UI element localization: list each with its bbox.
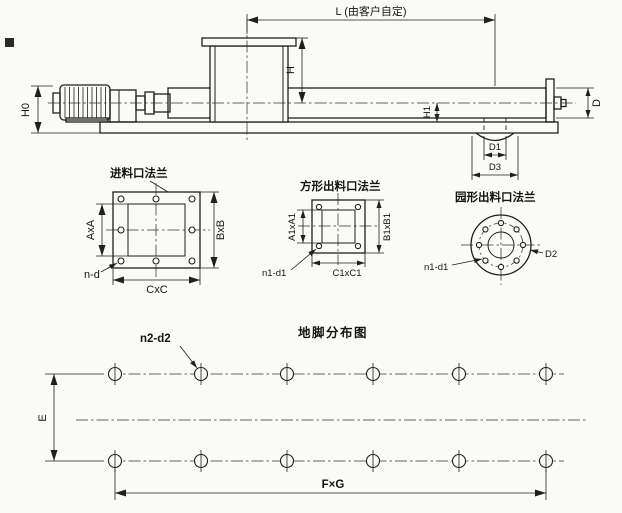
drive-motor <box>52 84 111 123</box>
dim-CxC-label: CxC <box>146 284 167 296</box>
dim-L-label: L (由客户自定) <box>335 4 406 18</box>
anchor-bolt-holes <box>107 363 554 472</box>
dim-H0: H0 <box>20 85 100 134</box>
outlet-port <box>475 118 515 142</box>
dim-A1xA1: A1xA1 <box>287 209 322 244</box>
gearbox <box>109 89 137 123</box>
dim-D2-label: D2 <box>545 249 557 260</box>
dim-H: H <box>285 37 308 103</box>
base-plate <box>99 121 559 134</box>
dim-L: L (由客户自定) <box>246 4 496 86</box>
square-outlet-flange-view: 方形出料口法兰 A1xA1 B1xB1 C1xC1 n1-d1 <box>262 179 393 279</box>
dim-BxB: BxB <box>200 191 227 269</box>
inlet-flange-leader <box>149 180 169 193</box>
dim-D-label: D <box>591 99 603 107</box>
dim-C1xC1: C1xC1 <box>311 253 366 279</box>
dim-C1xC1-label: C1xC1 <box>332 268 361 279</box>
round-flange-opening <box>487 231 515 259</box>
foundation-plan-title: 地脚分布图 <box>298 325 368 340</box>
square-flange-outer <box>311 199 366 254</box>
dim-H1: H1 <box>422 103 440 122</box>
round-outlet-flange-title: 园形出料口法兰 <box>455 190 536 204</box>
dim-AxA: AxA <box>85 203 128 257</box>
inlet-flange-holes-label: n-d <box>84 269 100 281</box>
hopper-top-flange <box>201 37 297 47</box>
dim-H-label: H <box>285 66 297 74</box>
dim-A1xA1-label: A1xA1 <box>287 213 298 241</box>
dim-FxG: F×G <box>114 469 547 500</box>
inlet-flange-outer <box>112 191 201 269</box>
dim-E: E <box>37 373 104 462</box>
dim-BxB-label: BxB <box>215 220 227 240</box>
round-outlet-flange-view: 园形出料口法兰 n1-d1 D2 <box>424 190 557 285</box>
hopper-box <box>209 45 289 123</box>
side-view: L (由客户自定) H H0 H1 D <box>20 4 603 180</box>
dim-D: D <box>556 87 603 119</box>
motor-body <box>59 84 111 121</box>
motor-fins <box>64 87 106 118</box>
callout-n-d: n-d <box>84 262 118 281</box>
callout-n1-d1-round: n1-d1 <box>424 258 483 273</box>
square-flange-bolt-holes <box>315 203 362 250</box>
dim-CxC: CxC <box>112 268 201 296</box>
dim-B1xB1: B1xB1 <box>365 199 393 254</box>
inlet-flange-opening <box>127 203 186 257</box>
inlet-hopper <box>201 37 297 123</box>
callout-n2-d2: n2-d2 <box>140 333 198 369</box>
dim-D3: D3 <box>471 136 519 180</box>
dim-AxA-label: AxA <box>85 219 97 240</box>
inlet-flange-view: 进料口法兰 AxA BxB CxC n-d <box>84 166 227 296</box>
inlet-flange-bolt-holes <box>117 195 196 265</box>
round-flange-bolt-holes <box>475 219 527 271</box>
dim-B1xB1-label: B1xB1 <box>382 213 393 241</box>
square-flange-holes-label: n1-d1 <box>262 268 286 279</box>
dim-E-label: E <box>37 414 49 421</box>
callout-D2: D2 <box>529 249 557 260</box>
dim-D1-label: D1 <box>489 142 501 153</box>
dim-H1-label: H1 <box>422 106 433 118</box>
outlet-dome <box>475 132 515 142</box>
square-flange-opening <box>321 209 356 244</box>
dim-D1: D1 <box>483 136 507 160</box>
dim-D3-label: D3 <box>489 162 501 173</box>
dim-H0-label: H0 <box>20 103 32 117</box>
end-plate <box>545 78 555 123</box>
round-flange-holes-label: n1-d1 <box>424 262 448 273</box>
scan-artifact-mark <box>5 38 14 47</box>
inlet-flange-title: 进料口法兰 <box>110 166 168 180</box>
callout-n1-d1-square: n1-d1 <box>262 248 317 279</box>
foundation-plan: 地脚分布图 n2-d2 E <box>37 325 588 500</box>
square-outlet-flange-title: 方形出料口法兰 <box>300 179 381 193</box>
round-flange-outer <box>470 214 532 276</box>
motor-foot <box>65 117 109 123</box>
dim-FxG-label: F×G <box>322 479 345 491</box>
foundation-holes-label: n2-d2 <box>140 333 171 345</box>
